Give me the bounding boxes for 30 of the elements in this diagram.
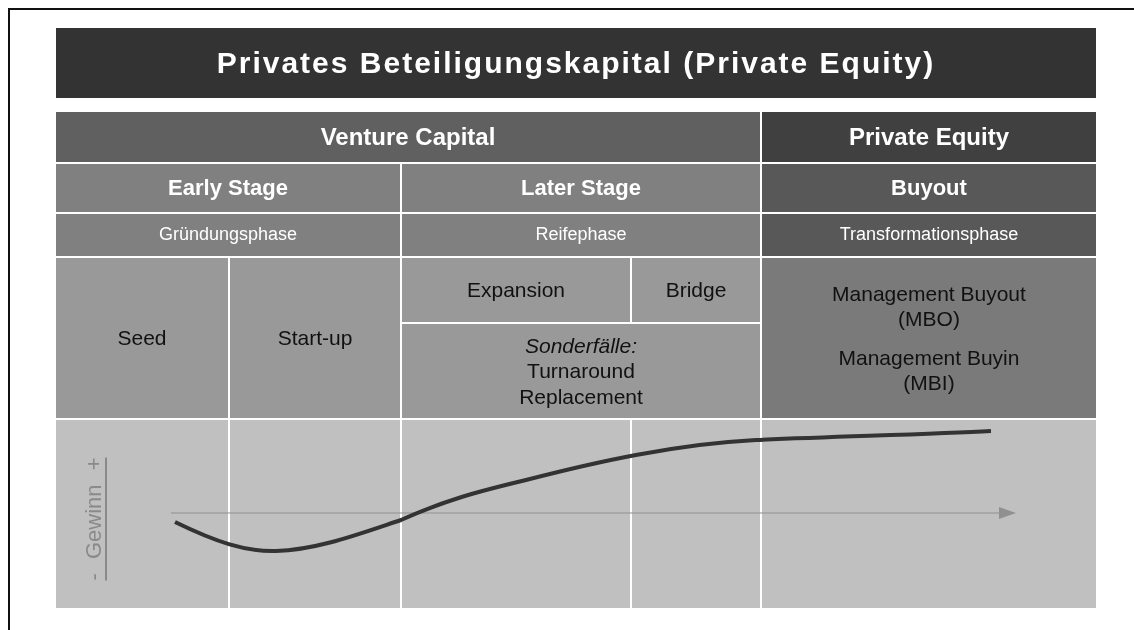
stage-cell [402,258,630,322]
cell-text: Venture Capital [320,122,496,152]
cell-text: Later Stage [521,174,641,202]
stage-cell [632,258,760,322]
cell-text: Buyout [891,174,967,202]
phase-cell [402,214,760,256]
cell-text: Reifephase [535,224,627,246]
cell-text: Gründungsphase [158,224,298,246]
stage-cell [56,258,228,418]
category-header [762,112,1096,162]
stage-header [402,164,760,212]
phase-cell [56,214,400,256]
cell-text: Private Equity [848,122,1010,152]
stage-header [762,164,1096,212]
cell-text: Transformationsphase [839,224,1019,246]
stage-header [56,164,400,212]
cell-text: Bridge [665,277,727,303]
stage-cell [230,258,400,418]
phase-cell [762,214,1096,256]
cell-text: Management Buyin (MBI) [837,345,1021,396]
cell-text: Sonderfälle: Turnaround Replacement [518,333,644,409]
cell-text: Seed [117,325,167,351]
cell-text: Expansion [466,277,566,303]
cell-text: Management Buyout (MBO) [831,280,1027,331]
title-text: Privates Beteiligungskapital (Private Equity) [216,46,936,80]
stage-cell [762,258,1096,418]
cell-text: Early Stage [168,174,288,202]
cell-text: Start-up [277,325,353,351]
category-header [56,112,760,162]
stage-cell [402,324,760,418]
